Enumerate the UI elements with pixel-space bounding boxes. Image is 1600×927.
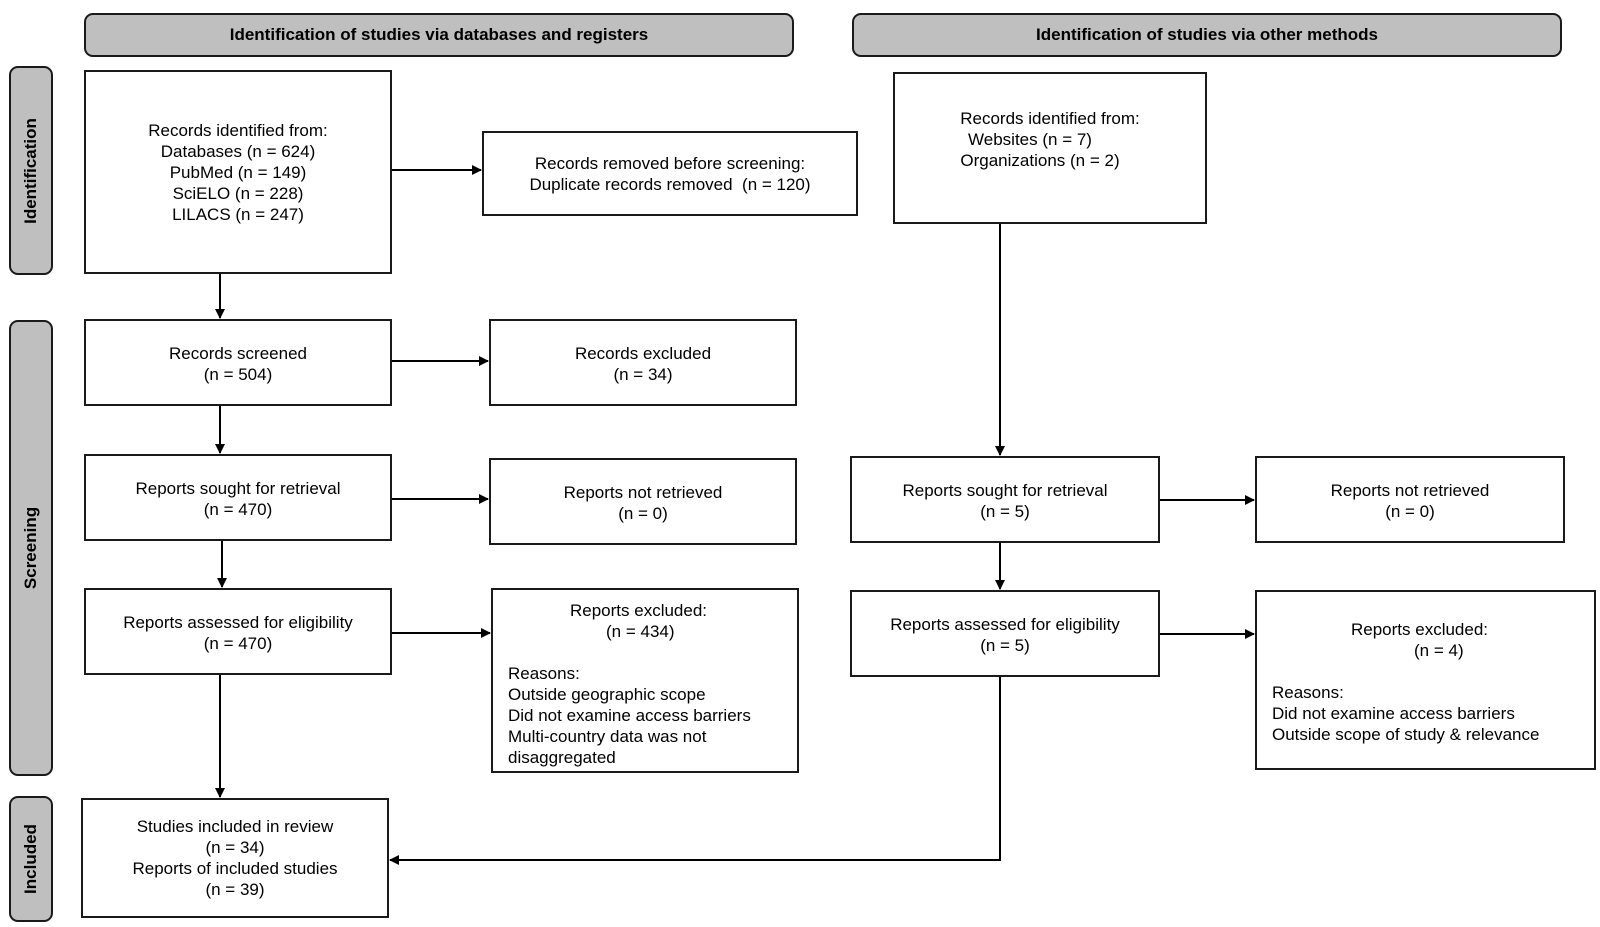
left-reason-item: Outside geographic scope bbox=[508, 685, 706, 704]
left-reports-not-retrieved-count: (n = 0) bbox=[618, 504, 668, 523]
left-records-excluded-count: (n = 34) bbox=[613, 365, 673, 384]
right-records-identified-box: Records identified from: Websites (n = 7… bbox=[893, 72, 1207, 224]
header-databases: Identification of studies via databases … bbox=[84, 13, 794, 57]
left-reports-sought-count: (n = 470) bbox=[203, 500, 273, 519]
left-reports-not-retrieved-box: Reports not retrieved (n = 0) bbox=[489, 458, 797, 545]
left-reports-not-retrieved-title: Reports not retrieved bbox=[563, 483, 723, 502]
left-records-excluded-box: Records excluded (n = 34) bbox=[489, 319, 797, 406]
header-other-methods: Identification of studies via other meth… bbox=[852, 13, 1562, 57]
phase-included: Included bbox=[9, 796, 53, 922]
right-reports-excluded-title: Reports excluded: bbox=[1351, 620, 1489, 639]
left-records-screened-count: (n = 504) bbox=[203, 365, 273, 384]
phase-screening: Screening bbox=[9, 320, 53, 776]
right-reason-item: Outside scope of study & relevance bbox=[1272, 725, 1540, 744]
right-reports-sought-box: Reports sought for retrieval (n = 5) bbox=[850, 456, 1160, 543]
right-reports-not-retrieved-title: Reports not retrieved bbox=[1330, 481, 1490, 500]
left-reports-assessed-title: Reports assessed for eligibility bbox=[123, 613, 353, 632]
right-websites-count: Websites (n = 7) bbox=[968, 130, 1092, 149]
left-pubmed-count: PubMed (n = 149) bbox=[169, 163, 307, 182]
left-scielo-count: SciELO (n = 228) bbox=[172, 184, 304, 203]
header-other-methods-label: Identification of studies via other meth… bbox=[1036, 25, 1378, 44]
left-records-screened-box: Records screened (n = 504) bbox=[84, 319, 392, 406]
right-reports-assessed-title: Reports assessed for eligibility bbox=[890, 615, 1120, 634]
reports-included-title: Reports of included studies bbox=[132, 859, 338, 878]
left-records-screened-title: Records screened bbox=[169, 344, 307, 363]
right-reports-sought-title: Reports sought for retrieval bbox=[902, 481, 1108, 500]
left-reports-assessed-count: (n = 470) bbox=[203, 634, 273, 653]
left-records-removed-title: Records removed before screening: bbox=[534, 154, 806, 173]
left-records-excluded-title: Records excluded bbox=[574, 344, 712, 363]
studies-included-title: Studies included in review bbox=[136, 817, 334, 836]
left-reports-excluded-title: Reports excluded: bbox=[570, 601, 708, 620]
left-records-removed-box: Records removed before screening: Duplic… bbox=[482, 131, 858, 216]
left-reason-item: Did not examine access barriers bbox=[508, 706, 751, 725]
right-reasons-label: Reasons: bbox=[1272, 683, 1344, 702]
left-lilacs-count: LILACS (n = 247) bbox=[172, 205, 304, 224]
right-reports-assessed-box: Reports assessed for eligibility (n = 5) bbox=[850, 590, 1160, 677]
right-reports-excluded-box: Reports excluded: (n = 4) Reasons: Did n… bbox=[1255, 590, 1596, 770]
reports-included-count: (n = 39) bbox=[205, 880, 265, 899]
left-reports-sought-title: Reports sought for retrieval bbox=[135, 479, 341, 498]
right-reason-item: Did not examine access barriers bbox=[1272, 704, 1515, 723]
right-reports-assessed-count: (n = 5) bbox=[980, 636, 1030, 655]
left-reasons-label: Reasons: bbox=[508, 664, 580, 683]
right-reports-not-retrieved-box: Reports not retrieved (n = 0) bbox=[1255, 456, 1565, 543]
left-records-identified-box: Records identified from: Databases (n = … bbox=[84, 70, 392, 274]
right-reports-not-retrieved-count: (n = 0) bbox=[1385, 502, 1435, 521]
header-databases-label: Identification of studies via databases … bbox=[229, 25, 649, 44]
left-reports-assessed-box: Reports assessed for eligibility (n = 47… bbox=[84, 588, 392, 675]
arrow-right-assessed-to-included bbox=[389, 677, 1001, 865]
right-reports-excluded-count: (n = 4) bbox=[1414, 641, 1464, 660]
left-reason-item: disaggregated bbox=[508, 748, 616, 767]
studies-included-count: (n = 34) bbox=[205, 838, 265, 857]
right-records-identified-title: Records identified from: bbox=[960, 109, 1140, 128]
left-reason-item: Multi-country data was not bbox=[508, 727, 707, 746]
phase-identification: Identification bbox=[9, 66, 53, 275]
left-databases-count: Databases (n = 624) bbox=[160, 142, 316, 161]
right-organizations-count: Organizations (n = 2) bbox=[960, 151, 1120, 170]
left-records-identified-title: Records identified from: bbox=[148, 121, 328, 140]
left-duplicates-removed: Duplicate records removed (n = 120) bbox=[529, 175, 811, 194]
right-reports-sought-count: (n = 5) bbox=[980, 502, 1030, 521]
left-reports-excluded-box: Reports excluded: (n = 434) Reasons: Out… bbox=[491, 588, 799, 773]
left-reports-sought-box: Reports sought for retrieval (n = 470) bbox=[84, 454, 392, 541]
left-reports-excluded-count: (n = 434) bbox=[606, 622, 675, 641]
included-studies-box: Studies included in review (n = 34) Repo… bbox=[81, 798, 389, 918]
